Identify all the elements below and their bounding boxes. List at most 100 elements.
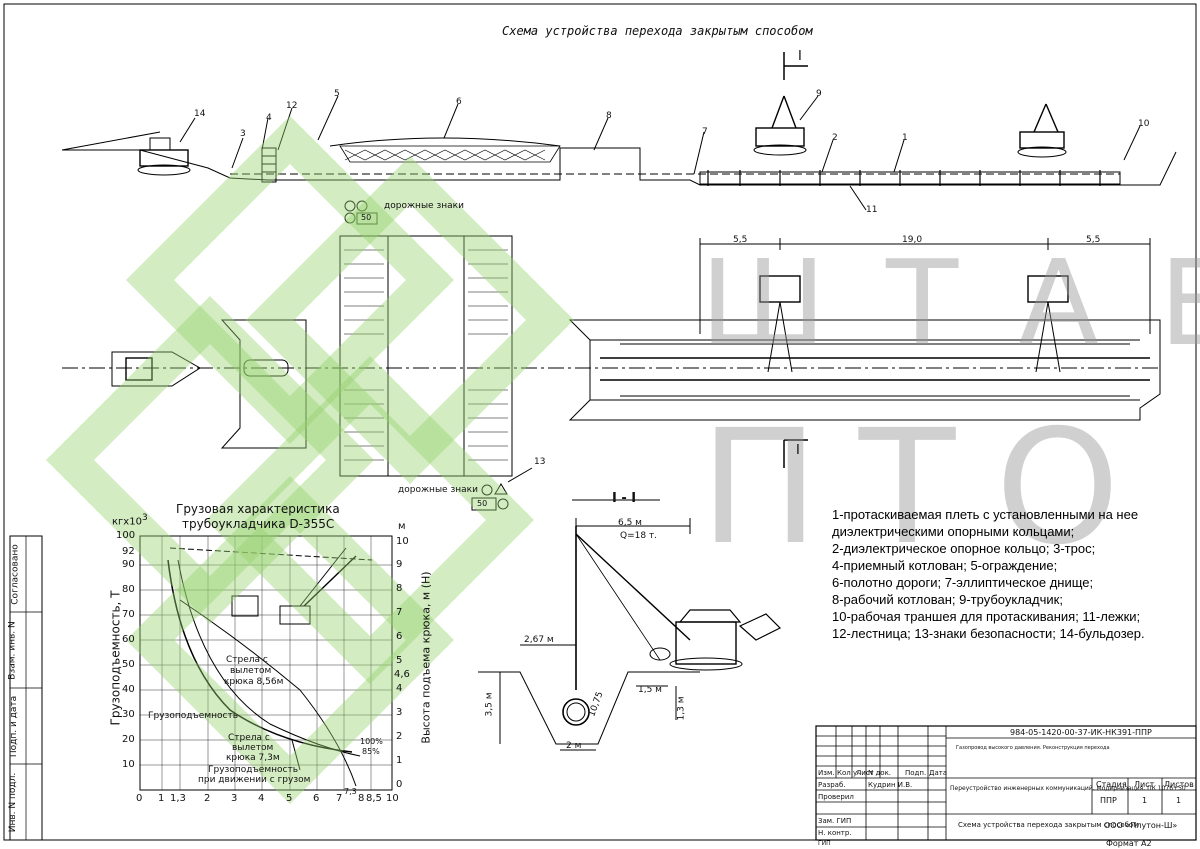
- tb-n-kontr: Н. контр.: [818, 829, 852, 837]
- right-tick-8: 8: [396, 583, 403, 594]
- dim-center: 19,0: [902, 235, 923, 245]
- callout-3: 3: [240, 129, 246, 139]
- left-tick-40: 40: [122, 684, 135, 695]
- tb-object-desc: Переустройство инженерных коммуникаций. …: [950, 785, 1186, 792]
- tb-listov: 1: [1176, 796, 1182, 805]
- tb-stadiya: ППР: [1100, 796, 1117, 805]
- x-tick-2: 2: [204, 793, 211, 804]
- x-tick-5: 5: [286, 793, 293, 804]
- callout-6: 6: [456, 97, 462, 107]
- legend-line-4: 4-приемный котлован; 5-ограждение;: [832, 558, 1058, 573]
- x-tick-1: 1: [158, 793, 165, 804]
- x-tick-4: 4: [258, 793, 265, 804]
- tb-col-koluch: Кол.уч: [837, 769, 862, 777]
- left-tick-20: 20: [122, 734, 135, 745]
- left-tick-70: 70: [122, 609, 135, 620]
- callout-7: 7: [702, 127, 708, 137]
- legend-line-2: диэлектрическими опорными кольцами;: [832, 524, 1075, 539]
- right-tick-2: 2: [396, 731, 403, 742]
- x-tick-7: 7: [336, 793, 343, 804]
- label-pct-85: 85%: [362, 747, 380, 756]
- left-tick-50: 50: [122, 659, 135, 670]
- road-signs-label-bottom: дорожные знаки: [398, 485, 478, 495]
- label-moving-a: Грузоподъемность: [208, 765, 299, 775]
- label-boom1-c: крюка 8,56м: [224, 677, 284, 687]
- callout-2: 2: [832, 133, 838, 143]
- callout-1: 1: [902, 133, 908, 143]
- speed-sign-top: 50: [361, 213, 372, 222]
- tb-proveril: Проверил: [818, 793, 854, 801]
- tb-stadiya-header: Стадия: [1096, 780, 1127, 789]
- section-title: I - I: [612, 491, 637, 506]
- right-tick-7: 7: [396, 607, 403, 618]
- load-chart-y-right-unit: м: [398, 521, 406, 532]
- section-dim-65: 6,5 м: [618, 518, 642, 528]
- legend-line-8: 12-лестница; 13-знаки безопасности; 14-б…: [832, 626, 1145, 641]
- tb-razrab: Разраб.: [818, 781, 846, 789]
- tb-col-data: Дата: [929, 769, 948, 777]
- tb-listov-header: Листов: [1164, 780, 1194, 789]
- left-tick-60: 60: [122, 634, 135, 645]
- section-mark-top: I: [798, 49, 802, 64]
- legend-line-1: 1-протаскиваемая плеть с установленными …: [832, 507, 1139, 522]
- callout-9: 9: [816, 89, 822, 99]
- label-boom2-b: вылетом: [232, 743, 274, 753]
- x-tick-8: 8: [358, 793, 365, 804]
- tb-col-podp: Подп.: [905, 769, 927, 777]
- right-tick-4: 4: [396, 683, 403, 694]
- tb-company: ООО «Плутон-Ш»: [1104, 821, 1178, 830]
- load-chart-title-line2: трубоукладчика D-355C: [182, 517, 335, 531]
- callout-4: 4: [266, 113, 272, 123]
- section-dim-13: 1,3 м: [676, 696, 687, 721]
- tb-zam-gip: Зам. ГИП: [818, 817, 852, 825]
- load-chart-y-unit: кгх103: [112, 514, 148, 527]
- tb-sheet-name: Схема устройства перехода закрытым спосо…: [958, 821, 1139, 829]
- right-tick-4-6: 4,6: [394, 669, 410, 680]
- right-tick-9: 9: [396, 559, 403, 570]
- x-tick-1-3: 1,3: [170, 793, 186, 804]
- stamp-soglasovano: Согласовано: [10, 544, 21, 605]
- section-view: [478, 499, 782, 751]
- left-tick-80: 80: [122, 584, 135, 595]
- left-tick-30: 30: [122, 709, 135, 720]
- stamp-inv-podl: Инв. N подл.: [8, 772, 19, 833]
- legend-line-6: 8-рабочий котлован; 9-трубоукладчик;: [832, 592, 1063, 607]
- tb-col-list: Лист: [856, 769, 874, 777]
- left-tick-92: 92: [122, 546, 135, 557]
- callout-12: 12: [286, 101, 298, 111]
- tb-list: 1: [1142, 796, 1148, 805]
- load-chart-title-line1: Грузовая характеристика: [176, 502, 340, 516]
- label-capacity: Грузоподъемность: [148, 711, 239, 721]
- x-tick-10: 10: [386, 793, 399, 804]
- left-tick-90: 90: [122, 559, 135, 570]
- legend-line-5: 6-полотно дороги; 7-эллиптическое днище;: [832, 575, 1094, 590]
- left-tick-100: 100: [116, 530, 136, 541]
- y-unit-text: кгх10: [112, 516, 142, 528]
- load-chart-y-axis-label: Грузоподъемность, Т: [108, 590, 123, 726]
- section-dim-267: 2,67 м: [524, 635, 554, 645]
- tb-doc-code: 984-05-1420-00-37-ИК-НК391-ППР: [1010, 728, 1152, 737]
- tb-col-ndok: N док.: [868, 769, 892, 777]
- stamp-podp-data: Подп. и дата: [9, 695, 20, 758]
- callout-5: 5: [334, 89, 340, 99]
- label-boom2-c: крюка 7,3м: [226, 753, 280, 763]
- label-boom1-a: Стрела с: [226, 655, 268, 665]
- right-tick-6: 6: [396, 631, 403, 642]
- tb-list-header: Лист: [1134, 780, 1155, 789]
- section-dim-15: 1,5 м: [638, 685, 662, 695]
- x-tick-7-3: 7,3: [344, 787, 357, 796]
- legend: 1-протаскиваемая плеть с установленными …: [832, 506, 1192, 642]
- load-chart-y-right-label: Высота подъема крюка, м (Н): [419, 571, 433, 744]
- load-chart-grid: [139, 535, 393, 791]
- tb-project-desc: Газопровод высокого давления. Реконструк…: [956, 745, 1110, 751]
- label-boom1-b: вылетом: [230, 666, 272, 676]
- dim-left: 5,5: [733, 235, 748, 245]
- x-tick-0: 0: [136, 793, 143, 804]
- section-dim-35: 3,5 м: [484, 692, 495, 717]
- section-dim-2: 2 м: [566, 741, 582, 751]
- callout-11: 11: [866, 205, 878, 215]
- callout-13: 13: [534, 457, 546, 467]
- right-tick-0: 0: [396, 779, 403, 790]
- tb-col-izm: Изм.: [818, 769, 835, 777]
